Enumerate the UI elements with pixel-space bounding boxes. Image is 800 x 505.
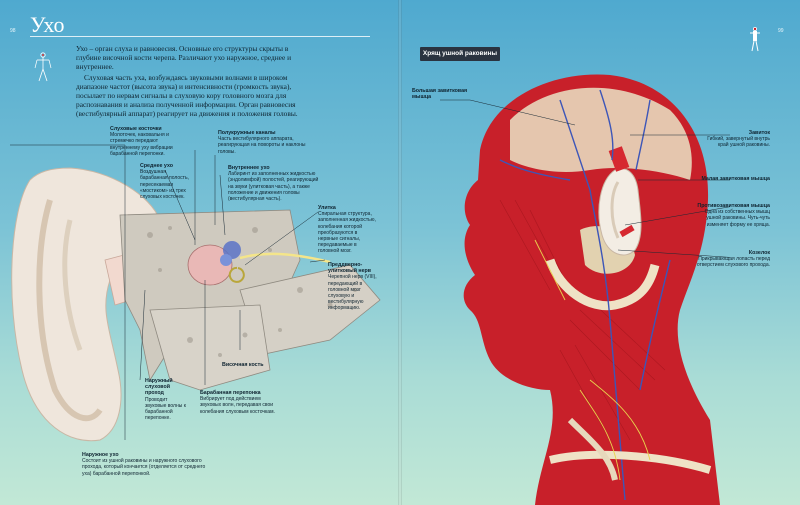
label-middle-ear-desc: Воздушная барабанная полость, пересекаем… <box>140 169 189 201</box>
label-inner-ear-title: Внутреннее ухо <box>228 165 270 171</box>
label-nerve-title: Преддверно-улитковый нерв <box>328 262 372 275</box>
label-ear-canal-title: Наружный слуховой проход <box>145 378 173 397</box>
label-outer-ear-title: Наружное ухо <box>82 452 119 458</box>
label-antitragicus: Противозавитковая мышца Одна из собствен… <box>692 203 770 228</box>
body-icon <box>750 27 760 52</box>
label-cochlea: Улитка Спиральная структура, заполненная… <box>318 205 378 255</box>
label-nerve-desc: Черепной нерв (VIII), передающий в голов… <box>328 274 377 312</box>
skeleton-icon <box>34 52 52 82</box>
label-ear-canal-desc: Проводит звуковые волны к барабанной пер… <box>145 396 186 422</box>
left-page: 98 Ухо Ухо – орган слуха и равновесия. О… <box>10 12 381 477</box>
head-anatomy-illustration <box>440 74 730 505</box>
label-tragus: Козелок Прикрывающая лопасть перед отвер… <box>692 250 770 269</box>
label-helix-desc: Гибкий, завернутый внутрь край ушной рак… <box>707 136 770 149</box>
intro-paragraph-2: Слуховая часть уха, возбуждаясь звуковым… <box>76 72 298 119</box>
label-helicis-minor: Малая завитковая мышца <box>690 176 770 182</box>
label-helix: Завиток Гибкий, завернутый внутрь край у… <box>700 130 770 149</box>
head-shape <box>463 74 720 505</box>
label-ossicles: Слуховые косточки Молоточек, наковальня … <box>110 126 188 157</box>
label-vestibulocochlear-nerve: Преддверно-улитковый нерв Черепной нерв … <box>328 262 380 312</box>
intro-text: Ухо – орган слуха и равновесия. Основные… <box>76 44 300 120</box>
label-eardrum: Барабанная перепонка Вибрирует под дейст… <box>200 390 282 415</box>
page-number-left: 98 <box>10 28 16 34</box>
label-helicis-major: Большая завитковая мышца <box>412 88 482 100</box>
section-header-box: Хрящ ушной раковины <box>420 47 500 61</box>
label-antitragicus-desc: Одна из собственных мышц ушной раковины.… <box>704 209 770 228</box>
nerve-shape <box>239 252 331 264</box>
ear-cross-section-illustration <box>10 144 381 442</box>
title-rule <box>30 36 370 37</box>
middle-ear-shape <box>187 244 233 286</box>
label-semicircular-canals: Полукружные каналы Часть вестибулярного … <box>218 130 318 155</box>
label-outer-ear-desc: Состоит из ушной раковины и наружного сл… <box>82 458 206 477</box>
book-spine <box>398 0 402 505</box>
label-middle-ear-title: Среднее ухо <box>140 163 173 169</box>
label-helix-title: Завиток <box>748 130 770 136</box>
label-helicis-major-title: Большая завитковая мышца <box>412 88 468 101</box>
ear-shape <box>598 168 642 256</box>
intro-paragraph-1: Ухо – орган слуха и равновесия. Основные… <box>76 44 292 72</box>
label-ossicles-title: Слуховые косточки <box>110 126 162 132</box>
label-cochlea-desc: Спиральная структура, заполненная жидкос… <box>318 211 376 255</box>
page-number-right: 99 <box>778 28 784 34</box>
label-inner-ear: Внутреннее ухо Лабиринт из заполненных ж… <box>228 165 320 202</box>
label-canals-desc: Часть вестибулярного аппарата, реагирующ… <box>218 136 306 155</box>
label-antitragicus-title: Противозавитковая мышца <box>697 203 770 209</box>
label-temporal-title: Височная кость <box>222 362 264 368</box>
right-page: 99 <box>400 0 800 505</box>
label-cochlea-title: Улитка <box>318 205 336 211</box>
page-title: Ухо <box>30 12 65 37</box>
label-inner-ear-desc: Лабиринт из заполненных жидкостью (эндол… <box>228 171 319 203</box>
label-eardrum-title: Барабанная перепонка <box>200 390 261 396</box>
label-tragus-title: Козелок <box>748 250 770 256</box>
label-outer-ear: Наружное ухо Состоит из ушной раковины и… <box>82 452 212 477</box>
label-temporal-bone: Височная кость <box>222 362 282 368</box>
label-ear-canal: Наружный слуховой проход Проводит звуков… <box>145 378 190 421</box>
label-ossicles-desc: Молоточек, наковальня и стремечко переда… <box>110 132 173 157</box>
label-canals-title: Полукружные каналы <box>218 130 276 136</box>
cochlea-shape <box>228 266 245 283</box>
label-eardrum-desc: Вибрирует под действием звуковых волн, п… <box>200 396 275 415</box>
label-helicis-minor-title: Малая завитковая мышца <box>701 176 770 182</box>
label-tragus-desc: Прикрывающая лопасть перед отверстием сл… <box>696 256 770 269</box>
label-middle-ear: Среднее ухо Воздушная барабанная полость… <box>140 163 190 200</box>
